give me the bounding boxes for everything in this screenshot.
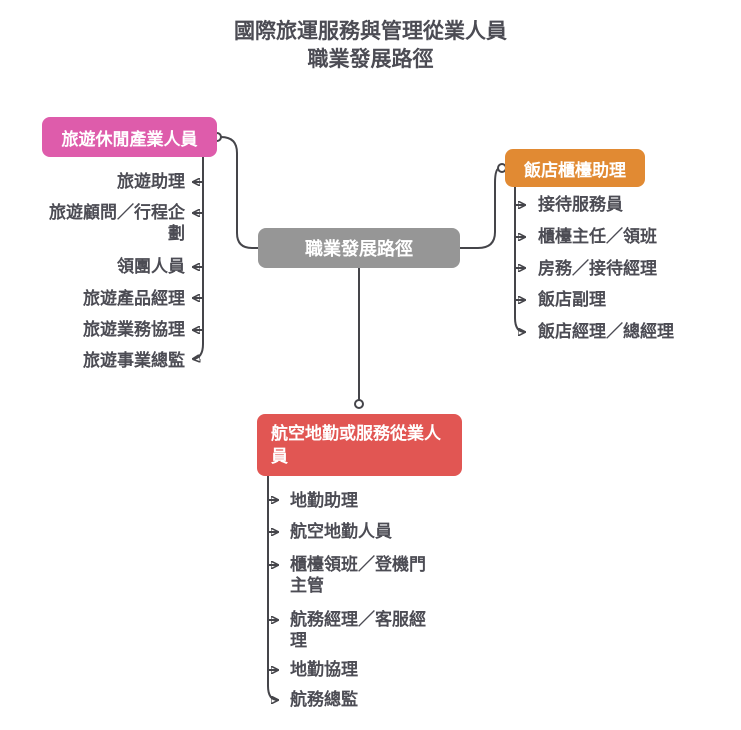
travel-item-label: 旅遊業務協理 bbox=[83, 320, 185, 339]
root-node: 職業發展路徑 bbox=[258, 228, 460, 268]
travel-item-label: 領團人員 bbox=[117, 257, 185, 276]
hotel-item-label: 飯店副理 bbox=[538, 290, 606, 309]
connector-root-to-hotel bbox=[459, 167, 501, 249]
root-branch-connectors bbox=[220, 136, 501, 401]
travel-branch-spine bbox=[193, 156, 204, 359]
travel-item-label: 旅遊顧問／行程企劃 bbox=[49, 203, 185, 243]
airline-branch-spine bbox=[267, 475, 279, 700]
branch-node-travel: 旅遊休閒產業人員 bbox=[42, 117, 217, 157]
travel-branch-lines bbox=[193, 156, 204, 359]
branch-node-airline: 航空地勤或服務從業人員 bbox=[257, 414, 462, 476]
airline-item-label: 航務經理／客服經理 bbox=[290, 610, 426, 650]
diagram-title-line2: 職業發展路徑 bbox=[307, 48, 434, 71]
hotel-branch-lines bbox=[514, 186, 526, 332]
hotel-item-label: 飯店經理／總經理 bbox=[538, 322, 674, 341]
hotel-item-label: 接待服務員 bbox=[538, 195, 623, 214]
airline-item-label: 航空地勤人員 bbox=[290, 522, 392, 541]
hotel-branch-spine bbox=[514, 186, 526, 332]
connector-root-to-travel bbox=[220, 136, 259, 249]
hotel-item-label: 房務／接待經理 bbox=[538, 259, 657, 278]
airline-item-label: 櫃檯領班／登機門主管 bbox=[290, 555, 426, 595]
airline-item-label: 地勤協理 bbox=[290, 660, 358, 679]
branch-node-hotel: 飯店櫃檯助理 bbox=[505, 149, 645, 187]
diagram-title: 國際旅運服務與管理從業人員 職業發展路徑 bbox=[0, 18, 741, 74]
travel-item-label: 旅遊助理 bbox=[117, 172, 185, 191]
airline-item-label: 地勤助理 bbox=[290, 491, 358, 510]
travel-item-label: 旅遊事業總監 bbox=[83, 351, 185, 370]
travel-item-label: 旅遊產品經理 bbox=[83, 289, 185, 308]
hotel-item-label: 櫃檯主任／領班 bbox=[538, 227, 657, 246]
airline-branch-lines bbox=[267, 475, 279, 700]
airline-item-label: 航務總監 bbox=[290, 690, 358, 709]
airline-anchor-dot bbox=[354, 399, 364, 409]
diagram-title-line1: 國際旅運服務與管理從業人員 bbox=[234, 20, 507, 43]
